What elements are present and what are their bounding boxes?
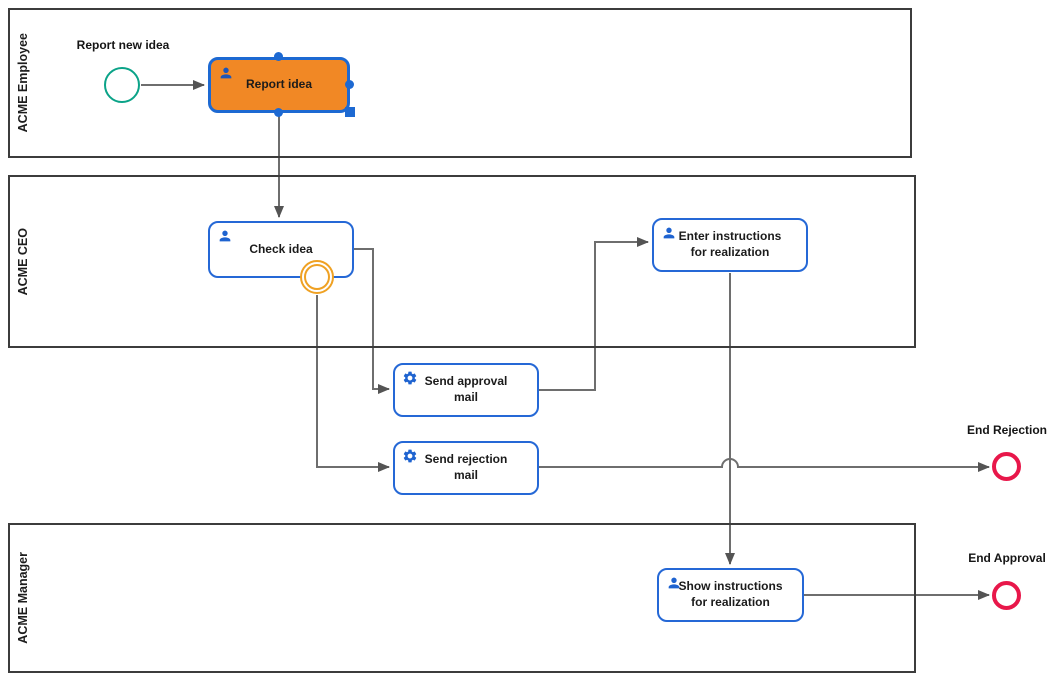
lane-label: ACME CEO: [16, 227, 30, 296]
lane-acme-ceo[interactable]: ACME CEO: [8, 175, 916, 348]
end-approval-label: End Approval: [968, 551, 1046, 565]
flow-boundary-to-send-rejection-mail[interactable]: [316, 295, 390, 472]
resize-handle-bottom[interactable]: [274, 108, 283, 117]
user-icon: [218, 65, 234, 81]
flow-send-approval-mail-to-enter-instructions[interactable]: [539, 237, 649, 391]
task-report-idea[interactable]: Report idea: [208, 57, 350, 113]
gear-icon: [402, 448, 418, 464]
task-label: Check idea: [249, 241, 313, 256]
end-event-approval[interactable]: [992, 581, 1021, 610]
lane-label: ACME Manager: [16, 552, 30, 644]
start-event-label: Report new idea: [76, 38, 170, 52]
lane-label-holder: ACME CEO: [16, 177, 30, 346]
task-label: Report idea: [245, 77, 312, 92]
lane-acme-employee[interactable]: ACME Employee: [8, 8, 912, 158]
end-rejection-label: End Rejection: [966, 423, 1047, 437]
lane-label-holder: ACME Manager: [16, 525, 30, 671]
flow-send-rejection-mail-to-end-rejection[interactable]: [539, 458, 990, 472]
end-event-rejection[interactable]: [992, 452, 1021, 481]
lane-label-holder: ACME Employee: [16, 10, 30, 156]
resize-handle-corner[interactable]: [345, 107, 355, 117]
user-icon: [217, 228, 233, 244]
resize-handle-right[interactable]: [345, 80, 354, 89]
user-icon: [666, 575, 682, 591]
lane-label: ACME Employee: [16, 33, 30, 133]
lane-acme-manager[interactable]: ACME Manager: [8, 523, 916, 673]
flow-check-idea-to-send-approval-mail[interactable]: [354, 248, 390, 394]
resize-handle-top[interactable]: [274, 52, 283, 61]
start-event[interactable]: [104, 67, 140, 103]
user-icon: [661, 225, 677, 241]
boundary-intermediate-event[interactable]: [300, 260, 334, 294]
gear-icon: [402, 370, 418, 386]
boundary-event-inner-ring: [304, 264, 330, 290]
